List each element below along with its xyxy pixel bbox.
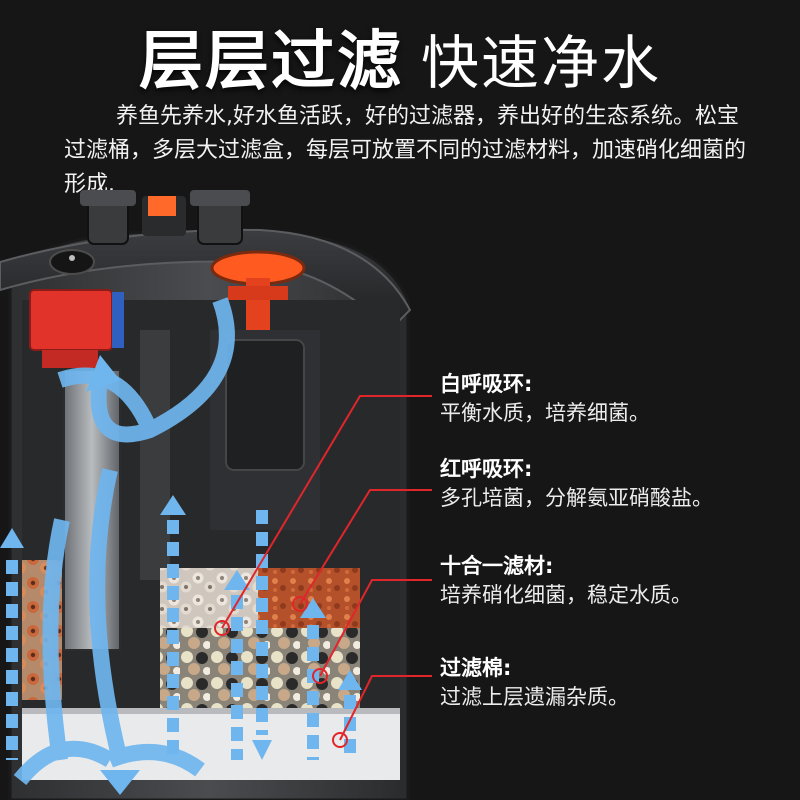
flow-arrow-left-down: [42, 518, 70, 762]
flow-arrow-head-mid-up: [160, 495, 186, 515]
callout-desc: 平衡水质，培养细菌。: [440, 401, 650, 425]
impeller-housing: [225, 339, 305, 471]
callout-filter-sponge: 过滤棉: 过滤上层遗漏杂质。: [440, 654, 780, 712]
blue-pipe: [112, 292, 124, 348]
headline: 层层过滤快速净水: [0, 10, 800, 102]
connector-left-cap: [80, 190, 136, 206]
connector-right-cap: [190, 190, 250, 206]
red-valve-base: [42, 350, 98, 368]
dashed-flows: [6, 510, 356, 760]
leader-line-red-rings: [299, 489, 432, 605]
callout-desc: 多孔培菌，分解氨亚硝酸盐。: [440, 486, 713, 510]
headline-light: 快速净水: [420, 29, 661, 97]
red-valve-body: [29, 289, 113, 351]
leader-dot-white-rings: [214, 620, 230, 636]
callout-ten-in-one-media: 十合一滤材: 培养硝化细菌，稳定水质。: [440, 552, 780, 610]
leader-dot-red-rings: [292, 596, 308, 612]
callout-title: 白呼吸环:: [440, 372, 533, 396]
leader-lines: [214, 395, 432, 748]
callout-title: 红呼吸环:: [440, 457, 533, 481]
flow-arrow-head-top: [86, 355, 120, 392]
media-red-rings: [258, 568, 360, 628]
flow-arrow-head-left-up: [0, 528, 24, 548]
connector-middle-tab: [148, 196, 176, 216]
flow-arrow-heads: [0, 355, 362, 795]
filter-sponge-shade: [22, 708, 400, 714]
callout-title: 过滤棉:: [440, 656, 512, 680]
headline-bold: 层层过滤: [138, 25, 403, 99]
flow-arrow-center-down: [89, 468, 128, 762]
leader-line-media: [319, 579, 432, 677]
power-switch-dot: [69, 255, 75, 261]
flow-arrow-head-down: [252, 740, 272, 760]
leader-dot-media: [312, 668, 328, 684]
callout-white-rings: 白呼吸环: 平衡水质，培养细菌。: [440, 370, 780, 428]
flow-arrow-head-right-up: [338, 670, 362, 690]
flow-arrow-bottom-left: [13, 740, 115, 786]
flow-arrow-head-mid3-up: [300, 598, 326, 618]
callout-title: 十合一滤材:: [440, 554, 554, 578]
flow-arrows: [13, 297, 235, 786]
orange-valve-bar: [228, 286, 288, 300]
flow-arrow-head-mid2-up: [224, 570, 250, 590]
flow-arrow-head-center: [100, 770, 140, 795]
callout-desc: 培养硝化细菌，稳定水质。: [440, 583, 692, 607]
flow-arrow-bottom-right: [107, 744, 205, 777]
inner-divider-left: [140, 330, 170, 580]
power-switch: [49, 249, 95, 275]
leader-dot-sponge: [332, 732, 348, 748]
callout-desc: 过滤上层遗漏杂质。: [440, 685, 629, 709]
leader-line-sponge: [339, 675, 432, 741]
leader-line-white-rings: [221, 395, 432, 629]
callout-red-rings: 红呼吸环: 多孔培菌，分解氨亚硝酸盐。: [440, 455, 780, 513]
